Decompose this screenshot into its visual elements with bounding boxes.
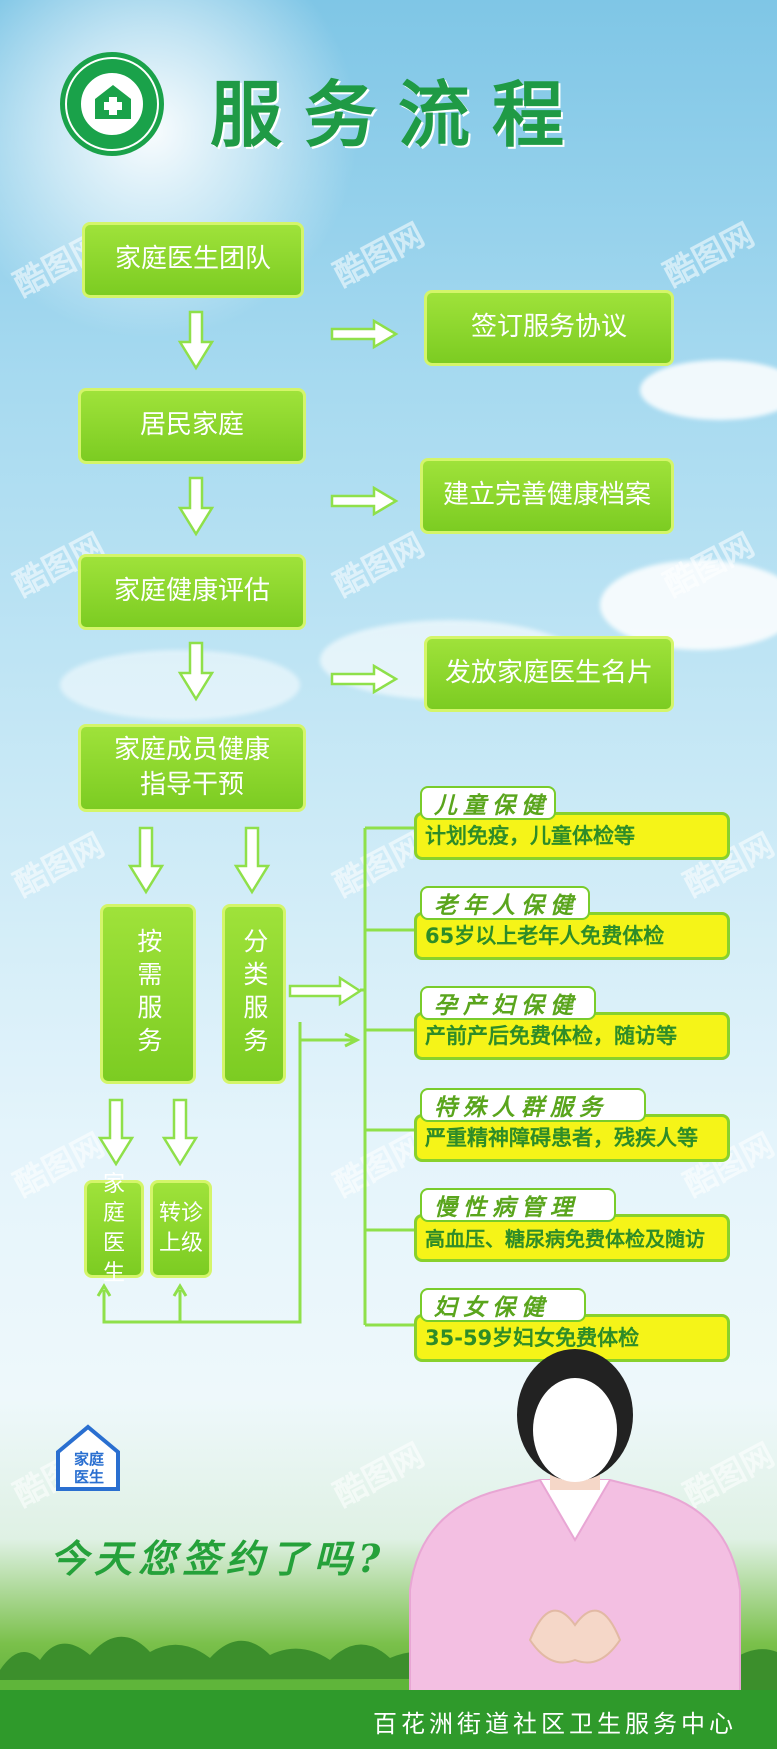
house-cross-icon [95,85,131,119]
category-desc: 严重精神障碍患者，残疾人等 [414,1114,730,1162]
family-doctor-box: 家庭医生 [84,1172,144,1286]
category-desc: 计划免疫，儿童体检等 [414,812,730,860]
health-center-logo [60,52,164,156]
family-doctor-badge-text: 家庭医生 [73,1450,104,1486]
footer-bar: 百花洲街道社区卫生服务中心 [0,1690,777,1749]
on-demand-service-label: 按需服务 [133,928,163,1060]
category-name: 孕产妇保健 [420,986,596,1020]
footer-org-name: 百花洲街道社区卫生服务中心 [373,1710,737,1738]
nurse-figure [409,1349,741,1700]
category-desc: 35-59岁妇女免费体检 [414,1314,730,1362]
flow-step-resident-family: 居民家庭 [78,388,306,464]
category-service-label: 分类服务 [239,928,269,1060]
flow-step-health-guidance: 家庭成员健康指导干预 [78,724,306,812]
category-name: 特殊人群服务 [420,1088,646,1122]
flow-step-doctor-card: 发放家庭医生名片 [424,636,674,712]
category-service-box: 分类服务 [222,904,286,1084]
on-demand-service-box: 按需服务 [100,904,196,1084]
category-name: 慢性病管理 [420,1188,616,1222]
flow-step-sign-agreement: 签订服务协议 [424,290,674,366]
watermark: 酷图网 [657,215,761,295]
family-doctor-badge: 家庭医生 [55,1424,121,1492]
slogan: 今天您签约了吗? [50,1536,387,1581]
flow-step-health-records: 建立完善健康档案 [420,458,674,534]
watermark: 酷图网 [327,525,431,605]
watermark: 酷图网 [7,825,111,905]
cloud [640,360,777,420]
page-title: 服务流程 [210,72,587,157]
category-desc: 65岁以上老年人免费体检 [414,912,730,960]
flow-step-family-doctor-team: 家庭医生团队 [82,222,304,298]
referral-box: 转诊上级 [150,1180,212,1278]
watermark: 酷图网 [327,215,431,295]
logo-ring [67,59,157,149]
flow-step-family-health-assessment: 家庭健康评估 [78,554,306,630]
house-icon [56,1424,120,1491]
category-name: 老年人保健 [420,886,590,920]
cloud [60,650,300,720]
cloud [600,560,777,650]
category-name: 妇女保健 [420,1288,586,1322]
category-name: 儿童保健 [420,786,556,820]
